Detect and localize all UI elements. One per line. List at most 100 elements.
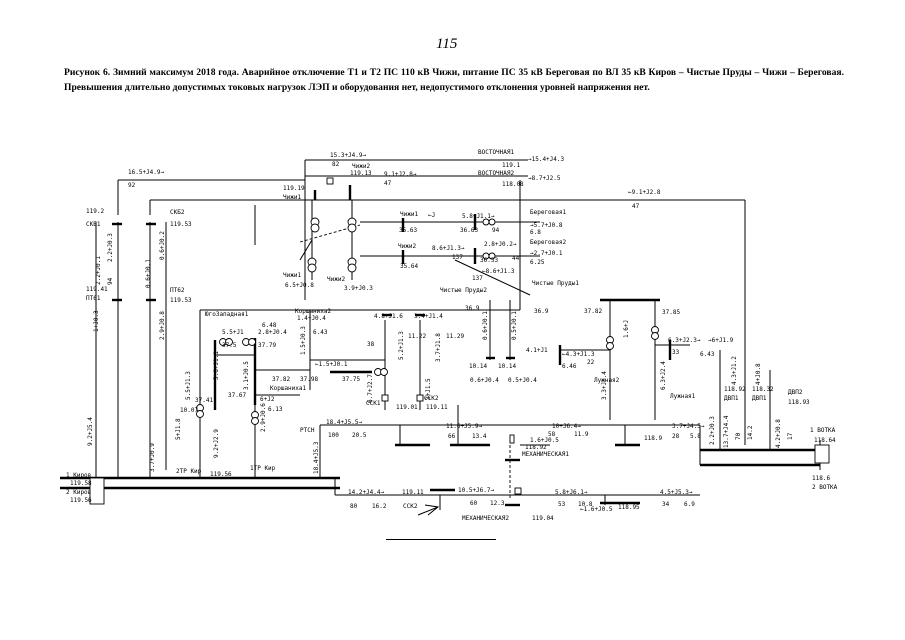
diagram-label: 9.2+J2.9 <box>213 429 220 458</box>
diagram-label: →2.7+J0.1 <box>530 250 563 257</box>
diagram-label: ДВП1 <box>724 395 739 402</box>
diagram-label: ДВП1 <box>752 395 767 402</box>
diagram-label: 37.41 <box>195 397 213 404</box>
diagram-label: 1.5+J0.3 <box>300 326 307 355</box>
diagram-label: 4.3+J1.2 <box>731 356 738 385</box>
diagram-label: 118.95 <box>618 504 640 511</box>
diagram-label: 28 <box>672 433 680 440</box>
diagram-label: 6.3+J2.4 <box>660 361 667 390</box>
diagram-label: ←1.6+J0.5 <box>580 506 613 513</box>
diagram-label: 119.41 <box>86 286 108 293</box>
diagram-label: 13.4 <box>472 433 487 440</box>
diagram-label: 5.5+J1.3 <box>185 371 192 400</box>
diagram-label: 92 <box>128 182 136 189</box>
equipment-symbols <box>89 177 830 516</box>
diagram-label: 3.7+J1.8 <box>435 333 442 362</box>
diagram-label: 38 <box>367 341 375 348</box>
diagram-label: 37.67 <box>228 392 246 399</box>
diagram-label: 6.43 <box>313 329 328 336</box>
diagram-label: 5.8 <box>690 433 701 440</box>
diagram-label: 37.5 <box>222 342 237 349</box>
diagram-label: 0.5+J0.4 <box>508 377 537 384</box>
diagram-label: 118.9 <box>644 435 662 442</box>
diagram-label: 5.5+J1 <box>222 329 244 336</box>
diagram-label: 119.56 <box>70 497 92 504</box>
diagram-label: СКБ2 <box>170 209 185 216</box>
diagram-label: 15.3+J4.9→ <box>330 152 367 159</box>
diagram-label: 4.8+J1.6 <box>374 313 403 320</box>
diagram-label: 119.58 <box>70 480 92 487</box>
diagram-label: 100 <box>328 432 339 439</box>
diagram-label: 118.32 <box>752 386 774 393</box>
diagram-label: 137 <box>472 275 483 282</box>
diagram-label: 66 <box>448 433 456 440</box>
diagram-label: 37.79 <box>258 342 276 349</box>
diagram-label: 94 <box>107 277 114 285</box>
diagram-label: МЕХАНИЧЕСКАЯ2 <box>462 515 509 522</box>
figure-caption: Рисунок 6. Зимний максимум 2018 года. Ав… <box>64 67 844 93</box>
diagram-label: 10.14 <box>469 363 487 370</box>
diagram-label: 16.2 <box>372 503 387 510</box>
diagram-label: 2.8+J0.2→ <box>484 241 517 248</box>
diagram-label: Коршаниха1 <box>270 385 307 392</box>
diagram-label: 18.4+J5.5→ <box>326 419 363 426</box>
diagram-label: 36.53 <box>480 257 498 264</box>
diagram-label: 53 <box>558 501 566 508</box>
diagram-label: ←1.5+J0.1 <box>315 361 348 368</box>
diagram-label: ССК2 <box>403 503 418 510</box>
diagram-label: ←4.3+J1.3 <box>562 351 595 358</box>
diagram-label: 37.75 <box>342 376 360 383</box>
diagram-label: 4.1+J1 <box>526 347 548 354</box>
diagram-label: СКБ1 <box>86 221 101 228</box>
diagram-label: 9.1+J2.8→ <box>384 171 417 178</box>
diagram-label: 17 <box>787 432 794 440</box>
diagram-label: 6.9 <box>684 501 695 508</box>
diagram-label: 22 <box>587 359 595 366</box>
diagram-label: 35.63 <box>399 227 417 234</box>
diagram-label: ССК2 <box>424 395 439 402</box>
diagram-label: 118.08 <box>502 181 524 188</box>
diagram-label: 1.6+J <box>623 320 630 338</box>
diagram-label: 70 <box>735 432 742 440</box>
diagram-label: 6.46 <box>562 363 577 370</box>
diagram-label: 119.53 <box>170 297 192 304</box>
diagram-label: 6.25 <box>530 259 545 266</box>
diagram-label: 5.6+J1.1 <box>213 351 220 380</box>
diagram-label: 119.19 <box>283 185 305 192</box>
diagram-label: 0.5+J0.1 <box>511 311 518 340</box>
diagram-label: 37.85 <box>662 309 680 316</box>
diagram-label: 137 <box>452 254 463 261</box>
diagram-label: ССК1 <box>366 400 381 407</box>
diagram-label: 11.22 <box>408 333 426 340</box>
diagram-label: 3.9+J0.3 <box>344 285 373 292</box>
diagram-label: 118.6 <box>812 475 830 482</box>
diagram-label: 118.92 <box>525 444 547 451</box>
diagram-label: 35.64 <box>400 263 418 270</box>
diagram-label: 14.2 <box>747 425 754 440</box>
diagram-label: Чистые Пруды2 <box>440 287 487 294</box>
diagram-label: 119.11 <box>402 489 424 496</box>
diagram-label: ←J <box>428 212 435 219</box>
diagram-label: 47 <box>384 180 392 187</box>
diagram-label: →6+J1.9 <box>708 337 734 344</box>
diagram-label: 34 <box>662 501 670 508</box>
diagram-label: 4.5+J5.3→ <box>660 489 693 496</box>
diagram-label: ЮгоЗападная1 <box>205 311 249 318</box>
diagram-label: 9.2+J5.4 <box>87 417 94 446</box>
diagram-label: 13.7+J4.4 <box>723 415 730 448</box>
diagram-label: 119.11 <box>426 404 448 411</box>
diagram-label: Чижи2 <box>327 276 345 283</box>
diagram-label: 6.5+J0.8 <box>285 282 314 289</box>
diagram-label: 1.6+J0.5 <box>530 437 559 444</box>
diagram-label: 119.01 <box>396 404 418 411</box>
diagram-label: 37.82 <box>272 376 290 383</box>
diagram-label: 2.9+J0.6 <box>260 403 267 432</box>
diagram-label: 3.7+J4.5→ <box>672 423 705 430</box>
diagram-label: 47 <box>632 203 640 210</box>
diagram-label: 0.6+J0.4 <box>470 377 499 384</box>
diagram-label: →5.7+J0.8 <box>530 222 563 229</box>
diagram-label: 1 ВОТКА <box>810 427 836 434</box>
diagram-label: 36.63 <box>460 227 478 234</box>
diagram-label: 11.29 <box>446 333 464 340</box>
